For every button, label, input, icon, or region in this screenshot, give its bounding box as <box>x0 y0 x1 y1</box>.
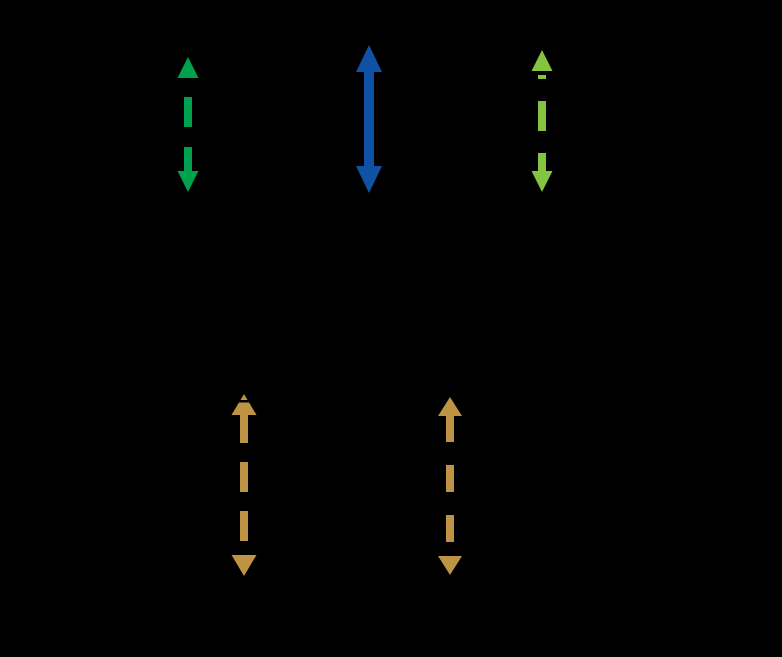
blue-solid-double-arrow-up-arrowhead <box>356 45 382 72</box>
tan-dashed-double-arrow-left-head-notch <box>230 400 258 403</box>
tan-dashed-double-arrow-right <box>438 397 462 575</box>
tan-dashed-double-arrow-left <box>230 394 258 576</box>
light-green-dashed-double-arrow-up-arrowhead <box>531 50 553 71</box>
tan-dashed-double-arrow-left-down-arrowhead <box>231 555 257 576</box>
tan-dashed-double-arrow-left-up-arrowhead <box>231 394 257 415</box>
blue-solid-double-arrow <box>356 45 382 193</box>
tan-dashed-double-arrow-right-down-arrowhead <box>438 556 462 575</box>
blue-solid-double-arrow-down-arrowhead <box>356 166 382 193</box>
tan-dashed-double-arrow-right-up-arrowhead <box>438 397 462 416</box>
light-green-dashed-double-arrow-down-arrowhead <box>531 171 553 192</box>
light-green-dashed-double-arrow <box>531 50 553 192</box>
green-dashed-double-arrow-down-arrowhead <box>177 171 199 192</box>
green-dashed-double-arrow <box>177 57 199 192</box>
green-dashed-double-arrow-up-arrowhead <box>177 57 199 78</box>
